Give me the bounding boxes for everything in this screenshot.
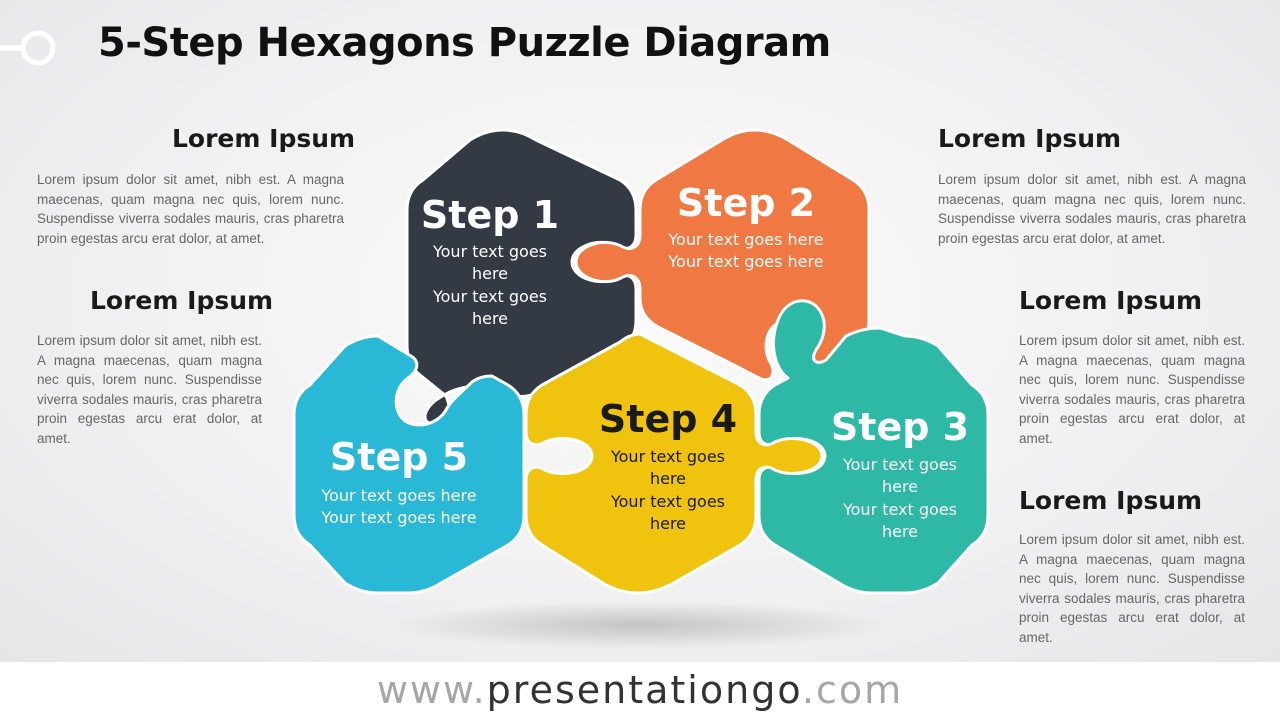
step-3-text-line-2: here [882, 477, 918, 496]
step-1-text-line-4: here [472, 309, 508, 328]
footer-url-brand: presentationgo [486, 668, 802, 712]
page-title: 5-Step Hexagons Puzzle Diagram [98, 20, 831, 66]
step-2-title: Step 2 [677, 181, 815, 225]
text-block-heading-top-right: Lorem Ipsum [938, 124, 1122, 153]
text-block-heading-bottom-right: Lorem Ipsum [1019, 486, 1203, 515]
step-5-title: Step 5 [330, 435, 468, 479]
step-1-text-line-1: Your text goes [432, 242, 547, 261]
step-1-text-line-3: Your text goes [432, 287, 547, 306]
step-4-title: Step 4 [599, 397, 737, 441]
diagram-shadow [390, 601, 890, 649]
step-5-text-line-1: Your text goes here [320, 486, 476, 505]
step-3-piece: Step 3 Your text goes here Your text goe… [757, 299, 990, 595]
text-block-body-middle-left: Lorem ipsum dolor sit amet, nibh est. A … [37, 333, 262, 446]
step-4-text-line-3: Your text goes [610, 492, 725, 511]
text-block-heading-middle-right: Lorem Ipsum [1019, 286, 1203, 315]
step-1-text-line-2: here [472, 264, 508, 283]
footer-url-suffix: .com [801, 668, 904, 712]
step-1-title: Step 1 [421, 193, 559, 237]
title-decoration-icon [0, 30, 56, 66]
step-4-text-line-1: Your text goes [610, 447, 725, 466]
step-4-text-line-4: here [650, 514, 686, 533]
step-3-text-line-4: here [882, 522, 918, 541]
text-block-body-middle-right: Lorem ipsum dolor sit amet, nibh est. A … [1019, 333, 1245, 446]
step-5-text-line-2: Your text goes here [320, 508, 476, 527]
text-block-heading-middle-left: Lorem Ipsum [90, 286, 274, 315]
footer: www.presentationgo.com [0, 662, 1280, 720]
text-block-body-top-right: Lorem ipsum dolor sit amet, nibh est. A … [938, 172, 1246, 246]
step-3-text-line-1: Your text goes [842, 455, 957, 474]
footer-url-prefix: www. [376, 668, 487, 712]
footer-url[interactable]: www.presentationgo.com [0, 668, 1280, 712]
step-4-text-line-2: here [650, 469, 686, 488]
step-3-text-line-3: Your text goes [842, 500, 957, 519]
step-2-text-line-1: Your text goes here [667, 230, 823, 249]
step-2-text-line-2: Your text goes here [667, 252, 823, 271]
step-4-piece: Step 4 Your text goes here Your text goe… [524, 332, 824, 595]
step-5-piece: Step 5 Your text goes here Your text goe… [292, 334, 526, 595]
step-5-shape [292, 334, 526, 595]
hexagon-puzzle-diagram: Step 1 Your text goes here Your text goe… [292, 128, 990, 649]
step-4-shape [524, 332, 824, 595]
text-block-body-bottom-right: Lorem ipsum dolor sit amet, nibh est. A … [1019, 532, 1245, 645]
text-block-heading-top-left: Lorem Ipsum [172, 124, 356, 153]
step-3-title: Step 3 [831, 405, 969, 449]
text-block-body-top-left: Lorem ipsum dolor sit amet, nibh est. A … [37, 172, 344, 246]
